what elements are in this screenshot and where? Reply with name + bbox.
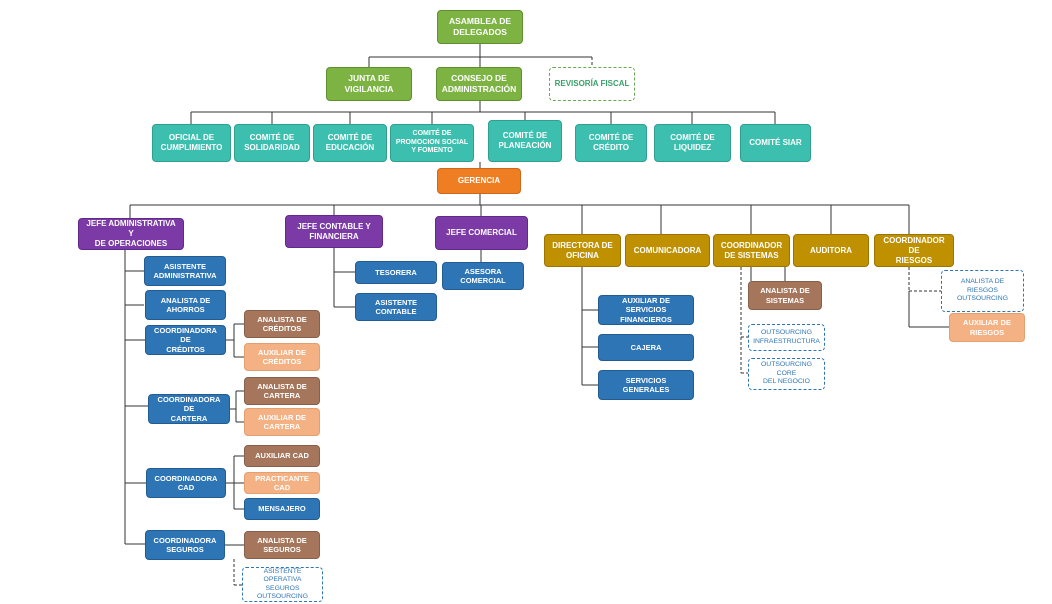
node-auxiliar-de-creditos: AUXILIAR DE CRÉDITOS (244, 343, 320, 371)
node-analista-de-cartera: ANALISTA DE CARTERA (244, 377, 320, 405)
node-comite-siar: COMITÉ SIAR (740, 124, 811, 162)
node-consejo-de-administracion: CONSEJO DE ADMINISTRACIÓN (436, 67, 522, 101)
node-tesorera: TESORERA (355, 261, 437, 284)
node-coordinadora-de-cartera: COORDINADORA DE CARTERA (148, 394, 230, 424)
node-mensajero: MENSAJERO (244, 498, 320, 520)
node-gerencia: GERENCIA (437, 168, 521, 194)
node-jefe-contable: JEFE CONTABLE Y FINANCIERA (285, 215, 383, 248)
node-analista-de-creditos: ANALISTA DE CRÉDITOS (244, 310, 320, 338)
node-asamblea-de-delegados: ASAMBLEA DE DELEGADOS (437, 10, 523, 44)
node-jefe-comercial: JEFE COMERCIAL (435, 216, 528, 250)
node-oficial-de-cumplimiento: OFICIAL DE CUMPLIMIENTO (152, 124, 231, 162)
node-revisoria-fiscal: REVISORÍA FISCAL (549, 67, 635, 101)
node-practicante-cad: PRACTICANTE CAD (244, 472, 320, 494)
node-comunicadora: COMUNICADORA (625, 234, 710, 267)
node-asistente-administrativa: ASISTENTE ADMINISTRATIVA (144, 256, 226, 286)
node-cajera: CAJERA (598, 334, 694, 361)
node-auxiliar-de-cartera: AUXILIAR DE CARTERA (244, 408, 320, 436)
node-outsourcing-infraestructura: OUTSOURCING INFRAESTRUCTURA (748, 324, 825, 351)
node-asesora-comercial: ASESORA COMERCIAL (442, 262, 524, 290)
node-coordinadora-de-creditos: COORDINADORA DE CRÉDITOS (145, 325, 226, 355)
node-auxiliar-cad: AUXILIAR CAD (244, 445, 320, 467)
node-comite-de-educacion: COMITÉ DE EDUCACIÓN (313, 124, 387, 162)
node-outsourcing-core-del-negocio: OUTSOURCING CORE DEL NEGOCIO (748, 358, 825, 390)
node-jefe-administrativa: JEFE ADMINISTRATIVA Y DE OPERACIONES (78, 218, 184, 250)
node-junta-de-vigilancia: JUNTA DE VIGILANCIA (326, 67, 412, 101)
node-auxiliar-de-riesgos: AUXILIAR DE RIESGOS (949, 313, 1025, 342)
node-analista-de-seguros: ANALISTA DE SEGUROS (244, 531, 320, 559)
node-coordinador-de-riesgos: COORDINADOR DE RIESGOS (874, 234, 954, 267)
node-coordinadora-cad: COORDINADORA CAD (146, 468, 226, 498)
node-analista-de-riesgos-outsourcing: ANALISTA DE RIESGOS OUTSOURCING (941, 270, 1024, 312)
node-auxiliar-servicios-financieros: AUXILIAR DE SERVICIOS FINANCIEROS (598, 295, 694, 325)
node-asistente-operativa-seguros-outsourcing: ASISTENTE OPERATIVA SEGUROS OUTSOURCING (242, 567, 323, 602)
node-comite-de-credito: COMITÉ DE CRÉDITO (575, 124, 647, 162)
node-comite-de-solidaridad: COMITÉ DE SOLIDARIDAD (234, 124, 310, 162)
node-comite-de-planeacion: COMITÉ DE PLANEACIÓN (488, 120, 562, 162)
node-analista-de-ahorros: ANALISTA DE AHORROS (145, 290, 226, 320)
node-comite-de-promocion-social: COMITÉ DE PROMOCION SOCIAL Y FOMENTO (390, 124, 474, 162)
node-directora-de-oficina: DIRECTORA DE OFICINA (544, 234, 621, 267)
node-comite-de-liquidez: COMITÉ DE LIQUIDEZ (654, 124, 731, 162)
node-analista-de-sistemas: ANALISTA DE SISTEMAS (748, 281, 822, 310)
node-coordinadora-seguros: COORDINADORA SEGUROS (145, 530, 225, 560)
node-asistente-contable: ASISTENTE CONTABLE (355, 293, 437, 321)
node-auditora: AUDITORA (793, 234, 869, 267)
node-coordinador-de-sistemas: COORDINADOR DE SISTEMAS (713, 234, 790, 267)
node-servicios-generales: SERVICIOS GENERALES (598, 370, 694, 400)
